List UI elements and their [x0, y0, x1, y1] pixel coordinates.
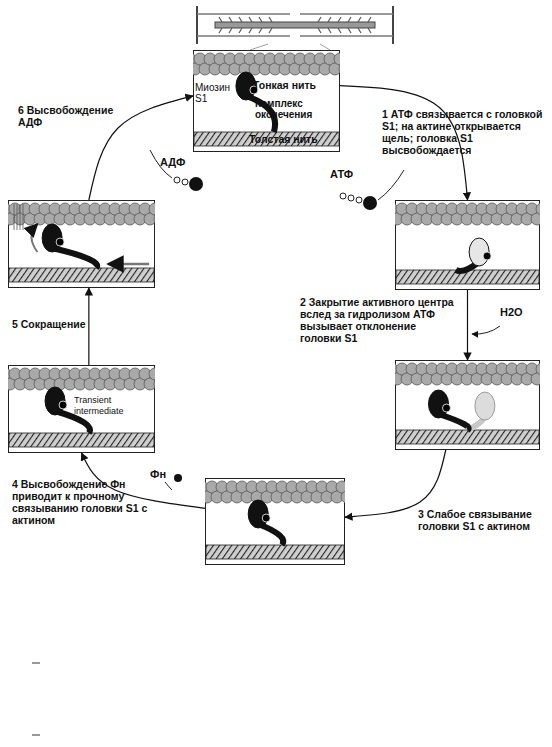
- water-arrow: [472, 326, 500, 334]
- nucleotide-site: [56, 238, 64, 246]
- actin-filament: [395, 203, 540, 225]
- cycle-panel: Transient intermediate: [8, 365, 155, 453]
- phosphate-dot: [165, 474, 182, 490]
- panel-frame: [396, 201, 540, 290]
- actin-filament: [8, 203, 155, 225]
- panel-frame: [9, 366, 155, 453]
- cycle-panel: [205, 478, 345, 565]
- nucleotide-site: [483, 252, 491, 260]
- cycle-panel: [395, 200, 540, 290]
- cycle-arrow: [88, 288, 89, 365]
- sarcomere: [197, 6, 393, 50]
- panel-illustration: [395, 200, 540, 290]
- thick-filament: [206, 545, 344, 559]
- cycle-arrow: [467, 290, 468, 360]
- cycle-panel: Тонкая нить Миозин S1 Комплекс окочеченияТ…: [193, 50, 340, 152]
- actin-filament: [8, 368, 155, 390]
- step-label: 5 Сокращение: [12, 318, 102, 330]
- cycle-arrow: [345, 450, 446, 517]
- step-label: 2 Закрытие активного центра вслед за гид…: [300, 296, 460, 344]
- adp-molecule: [150, 150, 203, 191]
- molecule-label: АДФ: [160, 156, 185, 168]
- motion-marks: [23, 204, 24, 230]
- motion-marks: [14, 204, 15, 230]
- margin-mark: [32, 735, 40, 736]
- stroke-arrow: [32, 224, 38, 252]
- panel-label: Transient intermediate: [74, 395, 152, 417]
- panel-frame: [206, 479, 345, 565]
- motion-marks: [20, 204, 21, 230]
- panel-illustration: [205, 478, 345, 565]
- myosin-neck: [52, 248, 97, 268]
- myosin-ghost: [475, 392, 495, 420]
- nucleotide-site: [443, 404, 451, 412]
- panel-frame: [194, 51, 340, 152]
- panel-label: Миозин S1: [195, 82, 237, 104]
- step-label: 1 АТФ связывается с головкой S1; на акти…: [382, 108, 547, 156]
- panel-illustration: [395, 360, 540, 450]
- step-label: 3 Слабое связывание головки S1 с актином: [418, 508, 546, 532]
- thick-filament: [9, 433, 154, 447]
- molecule-label: H2O: [500, 306, 523, 318]
- actin-filament: [205, 481, 345, 503]
- cycle-panel: [395, 360, 540, 450]
- panel-illustration: [8, 200, 155, 288]
- step-label: 4 Высвобождение Фн приводит к прочному с…: [12, 478, 160, 526]
- cycle-panel: [8, 200, 155, 288]
- panel-frame: [9, 201, 155, 288]
- panel-label: Тонкая нить: [253, 80, 337, 91]
- panel-frame: [396, 361, 540, 450]
- sliding-arrow: [108, 263, 149, 266]
- step-label: 6 Высвобождение АДФ: [18, 104, 118, 128]
- thick-filament: [194, 132, 339, 146]
- actin-filament: [193, 53, 340, 75]
- molecule-label: АТФ: [330, 168, 353, 180]
- nucleotide-site: [59, 401, 67, 409]
- margin-mark: [32, 663, 40, 664]
- thick-filament: [9, 268, 154, 282]
- motion-marks: [17, 204, 18, 230]
- nucleotide-site: [262, 514, 270, 522]
- thick-filament: [396, 430, 539, 444]
- panel-label: Комплекс окочечения: [255, 98, 337, 120]
- actin-filament: [395, 363, 540, 385]
- molecule-label: Фн: [150, 468, 166, 480]
- panel-label: Толстая нить: [249, 134, 337, 145]
